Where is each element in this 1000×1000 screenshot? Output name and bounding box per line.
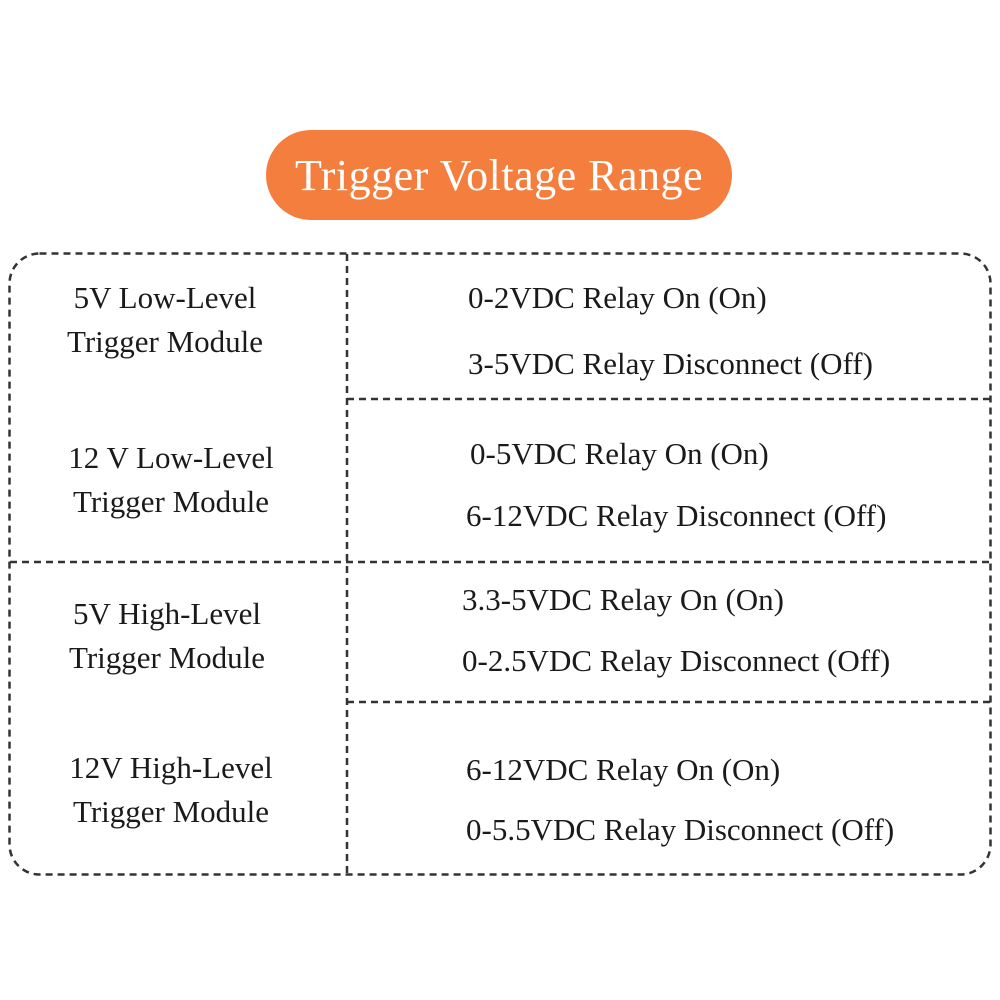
off-range-12v-high: 0-5.5VDC Relay Disconnect (Off): [466, 812, 895, 847]
module-type: Trigger Module: [66, 324, 264, 359]
module-label-5v-high: 5V High-Level Trigger Module: [32, 592, 302, 680]
on-range-12v-high: 6-12VDC Relay On (On): [466, 752, 781, 787]
module-type: Trigger Module: [72, 794, 270, 829]
module-name: 5V High-Level: [73, 596, 261, 631]
table-border: [8, 252, 992, 876]
module-name: 12 V Low-Level: [68, 440, 274, 475]
on-range-5v-low: 0-2VDC Relay On (On): [468, 280, 767, 315]
off-range-5v-high: 0-2.5VDC Relay Disconnect (Off): [462, 643, 891, 678]
module-type: Trigger Module: [68, 640, 266, 675]
off-range-12v-low: 6-12VDC Relay Disconnect (Off): [466, 498, 887, 533]
module-label-12v-high: 12V High-Level Trigger Module: [36, 746, 306, 834]
page-title: Trigger Voltage Range: [294, 150, 704, 200]
module-label-5v-low: 5V Low-Level Trigger Module: [30, 276, 300, 364]
module-type: Trigger Module: [72, 484, 270, 519]
module-name: 12V High-Level: [69, 750, 273, 785]
off-range-5v-low: 3-5VDC Relay Disconnect (Off): [468, 346, 873, 381]
on-range-12v-low: 0-5VDC Relay On (On): [470, 436, 769, 471]
on-range-5v-high: 3.3-5VDC Relay On (On): [462, 582, 785, 617]
module-name: 5V Low-Level: [73, 280, 257, 315]
table-frame: [8, 252, 992, 876]
title-banner: Trigger Voltage Range: [266, 130, 732, 220]
module-label-12v-low: 12 V Low-Level Trigger Module: [36, 436, 306, 524]
